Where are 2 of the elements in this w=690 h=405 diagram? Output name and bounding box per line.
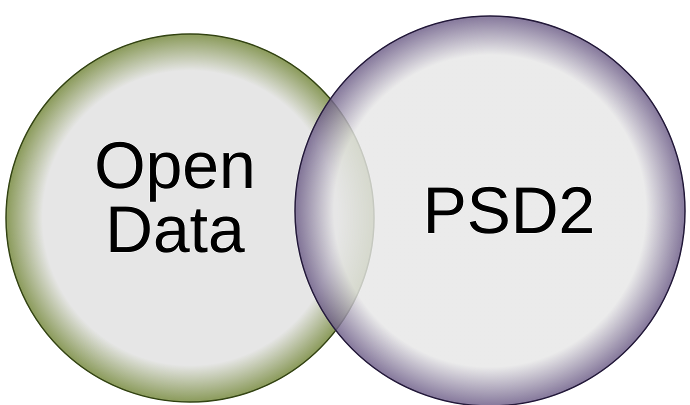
circle-label: Open Data	[93, 133, 257, 261]
circle-label: PSD2	[422, 178, 596, 242]
